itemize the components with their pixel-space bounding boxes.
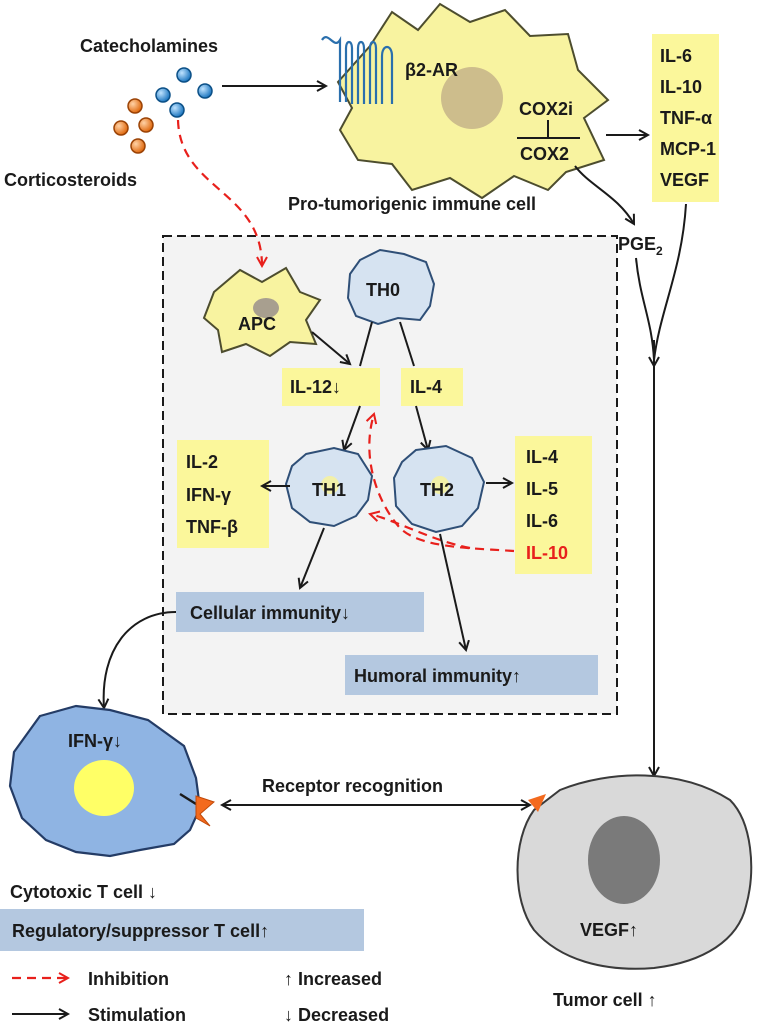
pge2-label: PGE2 bbox=[618, 234, 663, 258]
th1-label: TH1 bbox=[312, 480, 346, 500]
tumor-antigen-icon bbox=[528, 794, 546, 812]
il4-to-th2-arrow bbox=[415, 405, 428, 450]
humoral-immunity-box bbox=[345, 655, 598, 695]
il4-box bbox=[401, 368, 463, 406]
beta2-ar-label: β2-AR bbox=[405, 60, 458, 80]
corticosteroids-label: Corticosteroids bbox=[4, 170, 137, 190]
cox2-to-pge2-arrow bbox=[574, 165, 634, 224]
th2-cytokine-il5: IL-5 bbox=[526, 479, 558, 499]
th0-cell bbox=[346, 248, 436, 326]
t-cell-receptor-stem bbox=[179, 792, 197, 806]
catecholamines-label: Catecholamines bbox=[80, 36, 218, 56]
th2-cytokines-box bbox=[515, 436, 592, 574]
il10-inhibit-th1-arrow bbox=[370, 514, 471, 550]
th2-nucleus bbox=[431, 476, 449, 494]
corticosteroid-inhibition-arrow bbox=[176, 119, 262, 266]
cytotoxic-label: Cytotoxic T cell ↓ bbox=[10, 882, 157, 902]
humoral-immunity-label: Humoral immunity↑ bbox=[354, 666, 521, 686]
th0-to-il4-line bbox=[399, 321, 415, 367]
th2-label: TH2 bbox=[420, 480, 454, 500]
il4-label: IL-4 bbox=[410, 377, 442, 397]
cytokine-il6: IL-6 bbox=[660, 46, 692, 66]
th1-cytokine-tnfb: TNF-β bbox=[186, 517, 238, 537]
tumor-label: Tumor cell ↑ bbox=[553, 990, 657, 1010]
regulatory-t-cell-box bbox=[0, 909, 364, 951]
cox2i-label: COX2i bbox=[519, 99, 573, 119]
th1-to-cellular-arrow bbox=[300, 527, 325, 588]
legend-stimulation-label: Stimulation bbox=[88, 1005, 186, 1025]
cellular-to-cytotoxic-arrow bbox=[104, 611, 177, 708]
th1-nucleus bbox=[321, 476, 339, 494]
immune-cell-nucleus bbox=[441, 67, 503, 129]
il12-to-th1-arrow bbox=[344, 405, 361, 450]
th1-cytokines-box bbox=[177, 440, 269, 548]
pge2-merge-line bbox=[635, 257, 655, 361]
th0-to-il12-line bbox=[359, 321, 373, 367]
cytotoxic-nucleus bbox=[74, 760, 134, 816]
corticosteroid-molecules bbox=[113, 98, 154, 154]
catecholamine-molecules bbox=[155, 67, 213, 118]
released-cytokines-box bbox=[652, 34, 719, 202]
tumor-vegf-label: VEGF↑ bbox=[580, 920, 638, 940]
cellular-immunity-box bbox=[176, 592, 424, 632]
apc-to-il12-arrow bbox=[311, 331, 350, 364]
cox2-label: COX2 bbox=[520, 144, 569, 164]
apc-nucleus bbox=[253, 298, 279, 318]
cytokine-tnfa: TNF-α bbox=[660, 108, 712, 128]
il12-label: IL-12↓ bbox=[290, 377, 341, 397]
cytotoxic-ifn-label: IFN-γ↓ bbox=[68, 731, 122, 751]
legend-decreased-label: ↓ Decreased bbox=[284, 1005, 389, 1025]
th2-cytokine-il4: IL-4 bbox=[526, 447, 558, 467]
legend-increased-label: ↑ Increased bbox=[284, 969, 382, 989]
th2-cytokine-il10: IL-10 bbox=[526, 543, 568, 563]
th1-cytokine-il2: IL-2 bbox=[186, 452, 218, 472]
t-cell-receptor-icon bbox=[195, 795, 215, 827]
th2-to-humoral-arrow bbox=[439, 533, 466, 650]
immune-cell-label: Pro-tumorigenic immune cell bbox=[288, 194, 536, 214]
cytokine-il10: IL-10 bbox=[660, 77, 702, 97]
apc-label: APC bbox=[238, 314, 276, 334]
legend-inhibition-label: Inhibition bbox=[88, 969, 169, 989]
th0-label: TH0 bbox=[366, 280, 400, 300]
il12-box bbox=[282, 368, 380, 406]
tumor-nucleus bbox=[588, 816, 660, 904]
cytokine-merge-line bbox=[653, 203, 687, 361]
regulatory-t-cell-label: Regulatory/suppressor T cell↑ bbox=[12, 921, 269, 941]
receptor-recognition-label: Receptor recognition bbox=[262, 776, 443, 796]
il10-inhibit-il12-arrow bbox=[369, 414, 515, 553]
th2-cytokine-il6: IL-6 bbox=[526, 511, 558, 531]
cytokine-mcp1: MCP-1 bbox=[660, 139, 716, 159]
beta2-receptor-icon bbox=[321, 36, 394, 104]
cellular-immunity-label: Cellular immunity↓ bbox=[190, 603, 350, 623]
cytokine-vegf: VEGF bbox=[660, 170, 709, 190]
th1-cytokine-ifng: IFN-γ bbox=[186, 485, 231, 505]
